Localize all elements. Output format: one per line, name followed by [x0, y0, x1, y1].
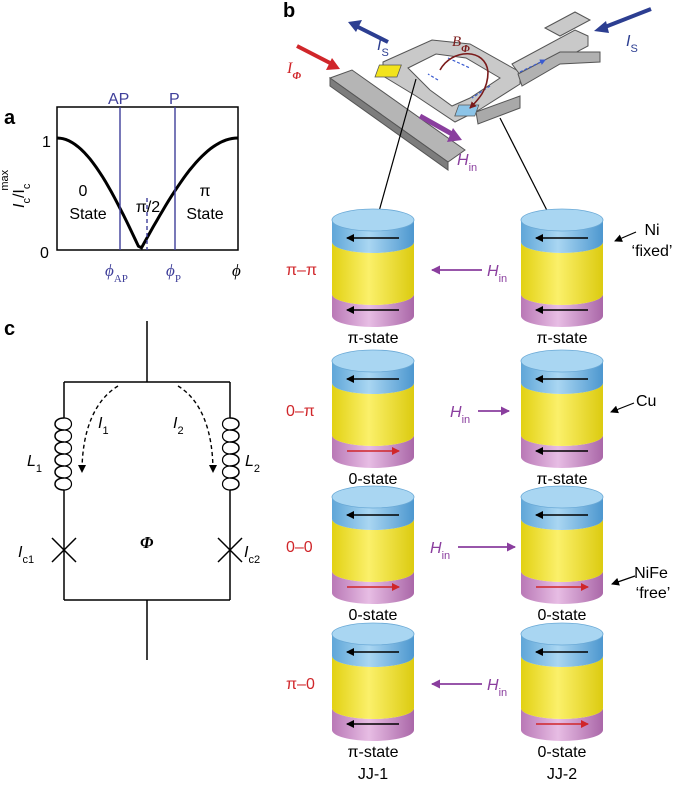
- panel-c: c I1 I2 L1 L2 Ic1 Ic2 Φ: [4, 318, 260, 660]
- junction-stack: [331, 349, 415, 468]
- b-phi-label: BΦ: [452, 34, 470, 55]
- stack-row: 0-state 0-state 0–0 Hin: [286, 485, 604, 624]
- phi-ap-label: ϕAP: [105, 261, 128, 285]
- h-in-label: Hin: [450, 404, 470, 426]
- panel-b: b IS IS IΦ BΦ: [283, 0, 672, 783]
- l1-label: L1: [27, 453, 42, 475]
- junction-stack: [520, 349, 604, 468]
- nife-label: NiFe: [634, 565, 668, 582]
- junction-stack: [520, 208, 604, 327]
- junction-jj2-device: [454, 104, 480, 117]
- b-phi-arc: [439, 52, 489, 109]
- stack-top-face: [331, 622, 415, 646]
- stack-top-face: [520, 485, 604, 509]
- h-in-top-label: Hin: [457, 152, 477, 174]
- config-label: 0–0: [286, 539, 313, 556]
- ni-fixed-label: ‘fixed’: [632, 243, 673, 260]
- ic2-label: Ic2: [244, 544, 260, 566]
- stack-top-face: [331, 349, 415, 373]
- stack-top-face: [331, 208, 415, 232]
- ic1-label: Ic1: [18, 544, 34, 566]
- state-label: π-state: [536, 330, 587, 347]
- junction-ic1: [51, 537, 77, 563]
- stack-top-face: [520, 208, 604, 232]
- cu-layer: [332, 242, 414, 305]
- panel-b-label: b: [283, 0, 295, 22]
- is-left-arrow: [355, 24, 389, 44]
- stack-row: π-state 0-state π–0 Hin: [286, 622, 604, 761]
- jj2-label: JJ-2: [547, 766, 577, 783]
- state-label: π-state: [536, 471, 587, 488]
- pi-half-label: π/2: [136, 199, 160, 216]
- y-tick-1: 1: [42, 134, 51, 151]
- panel-a-label: a: [4, 107, 16, 129]
- ni-label: Ni: [644, 222, 659, 239]
- current-i1-arrow: [78, 385, 119, 473]
- y-tick-0: 0: [40, 245, 49, 262]
- panel-c-label: c: [4, 318, 15, 340]
- cu-label: Cu: [636, 393, 656, 410]
- zero-state-top: 0: [79, 183, 88, 200]
- state-label: π-state: [347, 744, 398, 761]
- config-label: 0–π: [286, 403, 315, 420]
- ap-label: AP: [108, 91, 129, 108]
- inductor-l1: [54, 417, 65, 491]
- jj1-label: JJ-1: [358, 766, 388, 783]
- panel-a: a 1 0 Ic/Icmax AP P 0 State π/2 π State …: [0, 91, 241, 285]
- stack-top-face: [520, 622, 604, 646]
- cu-layer: [332, 519, 414, 582]
- h-in-top-arrow: [418, 113, 454, 137]
- pi-state-top: π: [199, 183, 210, 200]
- h-in-label: Hin: [487, 263, 507, 285]
- junction-ic2: [217, 537, 243, 563]
- cu-layer: [521, 656, 603, 719]
- stack-top-face: [331, 485, 415, 509]
- stack-top-face: [520, 349, 604, 373]
- cu-layer: [332, 656, 414, 719]
- junction-stack: [520, 622, 604, 741]
- zero-state-bottom: State: [69, 206, 106, 223]
- squid-device: [374, 11, 601, 125]
- cu-layer: [521, 383, 603, 446]
- phi-p-label: ϕP: [166, 261, 181, 285]
- phi-axis-label: ϕ: [232, 261, 241, 280]
- junction-stack: [331, 622, 415, 741]
- state-label: π-state: [347, 330, 398, 347]
- junction-stack: [520, 485, 604, 604]
- l2-label: L2: [245, 453, 260, 475]
- is-right-label: IS: [626, 33, 638, 55]
- flux-label: Φ: [140, 533, 154, 552]
- is-right-arrow: [604, 7, 652, 29]
- junction-stack: [331, 485, 415, 604]
- cu-layer: [332, 383, 414, 446]
- junction-stack: [331, 208, 415, 327]
- stack-row: 0-state π-state 0–π Hin: [286, 349, 604, 488]
- pi-state-bottom: State: [186, 206, 223, 223]
- is-left-label: IS: [377, 37, 389, 59]
- state-label: 0-state: [538, 744, 587, 761]
- inductor-l2: [229, 417, 240, 491]
- junction-jj1-device: [374, 64, 402, 78]
- h-in-label: Hin: [487, 677, 507, 699]
- stack-row: π-state π-state π–π Hin: [286, 208, 604, 347]
- h-in-label: Hin: [430, 540, 450, 562]
- current-i2-arrow: [177, 385, 217, 473]
- nife-free-label: ‘free’: [636, 585, 671, 602]
- config-label: π–π: [286, 262, 317, 279]
- config-label: π–0: [286, 676, 315, 693]
- i1-label: I1: [98, 415, 109, 437]
- state-label: 0-state: [349, 607, 398, 624]
- state-label: 0-state: [538, 607, 587, 624]
- i-phi-arrow: [296, 44, 333, 66]
- i-phi-label: IΦ: [286, 60, 301, 82]
- i2-label: I2: [173, 415, 184, 437]
- y-axis-label: Ic/Icmax: [0, 169, 33, 208]
- state-label: 0-state: [349, 471, 398, 488]
- cu-layer: [521, 519, 603, 582]
- p-label: P: [169, 91, 180, 108]
- current-flow-arrows: [427, 58, 545, 99]
- cu-layer: [521, 242, 603, 305]
